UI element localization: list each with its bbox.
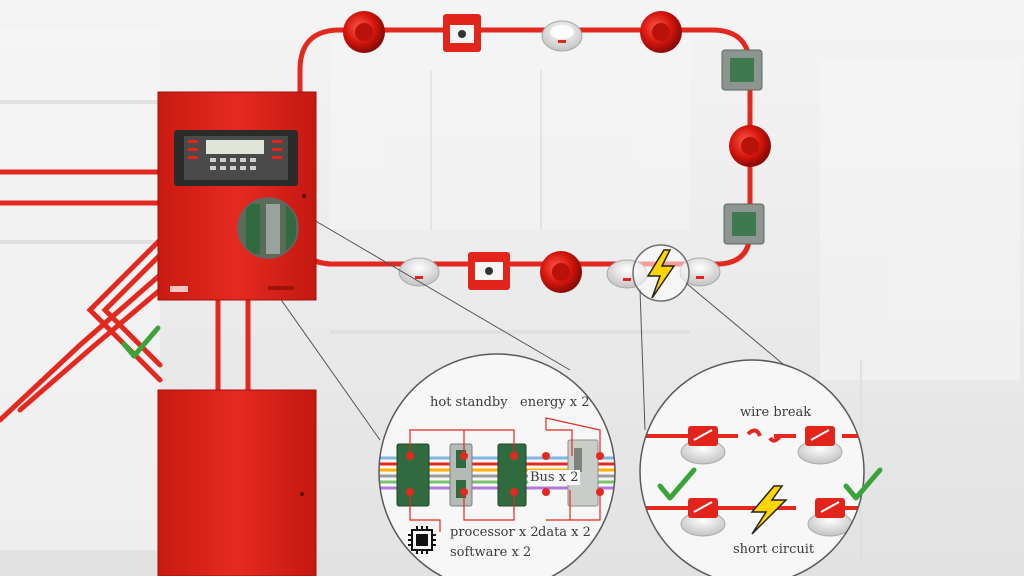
fire-alarm-control-panel (157, 91, 317, 301)
label-bus: Bus x 2 (528, 470, 581, 485)
manual-call-point-1 (443, 14, 481, 52)
checkmark-icon (657, 467, 697, 501)
redundancy-zoom-circle (378, 353, 616, 576)
detector-wire-break-a (680, 426, 726, 465)
fault-tolerance-zoom-circle (639, 359, 883, 576)
siren-4 (540, 251, 582, 293)
smoke-detector-4 (679, 257, 721, 287)
background-building (0, 30, 1020, 560)
siren-3 (729, 125, 771, 167)
label-hot-standby: hot standby (430, 395, 508, 410)
label-data: data x 2 (538, 525, 591, 540)
siren-1 (343, 11, 385, 53)
callout-lines (409, 417, 601, 532)
label-energy: energy x 2 (520, 395, 590, 410)
fault-magnifier (632, 244, 690, 302)
smoke-detector-1 (541, 20, 583, 52)
checkmark-icon (843, 467, 883, 501)
callout-dots (406, 452, 604, 496)
label-wire-break: wire break (740, 405, 812, 420)
extension-cabinet (157, 389, 317, 576)
lightning-bolt-icon (750, 485, 788, 535)
lightning-bolt-icon (646, 249, 676, 299)
checkmark-icon (121, 325, 161, 359)
label-processor: processor x 2 (450, 525, 539, 540)
detector-short-b (807, 498, 853, 537)
siren-2 (640, 11, 682, 53)
chip-icon (408, 526, 436, 554)
label-short-circuit: short circuit (733, 542, 815, 557)
io-module-2 (723, 203, 765, 245)
smoke-detector-2 (398, 257, 440, 287)
label-software: software x 2 (450, 545, 532, 560)
panel-magnifier (237, 197, 299, 259)
detector-short-a (680, 498, 726, 537)
manual-call-point-2 (468, 252, 510, 290)
io-module-1 (721, 49, 763, 91)
detector-wire-break-b (797, 426, 843, 465)
